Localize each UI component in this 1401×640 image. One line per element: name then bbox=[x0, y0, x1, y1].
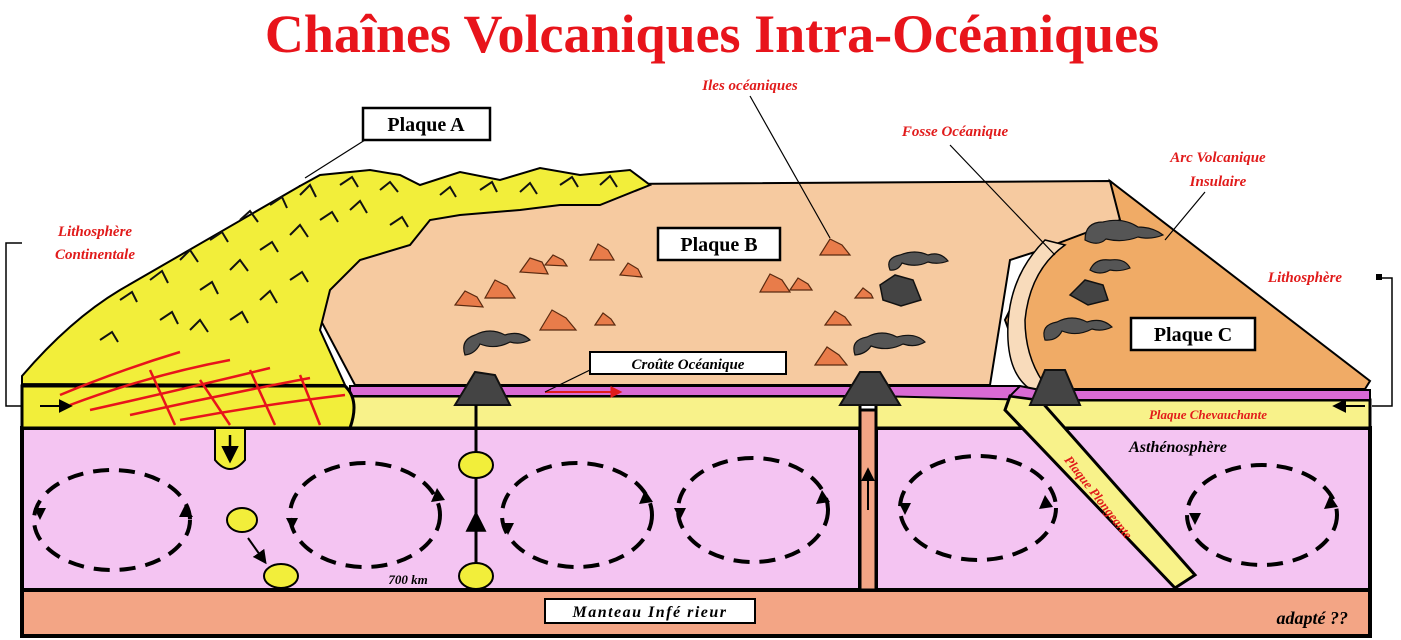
arc-label-line2: Insulaire bbox=[1189, 174, 1247, 190]
lithosphere-layer-left bbox=[348, 394, 862, 430]
leader-lines bbox=[304, 95, 1206, 393]
continental-faults bbox=[59, 350, 346, 426]
volcanic-islands bbox=[453, 238, 874, 366]
litho-cont-line2: Continentale bbox=[55, 247, 135, 263]
continent-texture bbox=[99, 174, 618, 343]
volcano-plumes bbox=[463, 219, 1165, 356]
hotspot-volcano-right bbox=[838, 371, 902, 406]
bracket-right bbox=[1372, 277, 1393, 407]
croute-box: Croûte Océanique bbox=[589, 351, 787, 375]
asthenosphere-label: Asthénosphère bbox=[1128, 439, 1227, 456]
arc-label-line1: Arc Volcanique bbox=[1169, 150, 1266, 166]
iles-oceaniques-label: Iles océaniques bbox=[701, 78, 798, 94]
manteau-label: Manteau Infé rieur bbox=[571, 604, 727, 621]
plaque-a-box: Plaque A bbox=[361, 106, 492, 142]
plaque-c-box: Plaque C bbox=[1129, 316, 1257, 352]
depth-label: 700 km bbox=[388, 572, 427, 587]
diagram-title: Chaînes Volcaniques Intra-Océaniques bbox=[265, 4, 1159, 64]
bracket-left bbox=[5, 242, 22, 407]
magma-rise-arrow bbox=[247, 537, 267, 565]
convection-cells bbox=[32, 454, 1339, 572]
bracket-marker bbox=[1376, 274, 1382, 280]
manteau-box: Manteau Infé rieur bbox=[544, 598, 756, 624]
hotspot-volcano-left bbox=[453, 370, 512, 406]
lithosphere-label: Lithosphère bbox=[1267, 270, 1343, 286]
magma-blobs bbox=[226, 451, 494, 590]
plaque-b-label: Plaque B bbox=[680, 234, 757, 256]
continental-lithosphere bbox=[20, 384, 356, 430]
adapte-label: adapté ?? bbox=[1277, 608, 1349, 628]
croute-label: Croûte Océanique bbox=[632, 357, 745, 373]
continent-plaque-a bbox=[21, 166, 653, 387]
plaque-b-box: Plaque B bbox=[656, 226, 782, 262]
litho-cont-line1: Lithosphère bbox=[57, 224, 133, 240]
fosse-oceanique-label: Fosse Océanique bbox=[901, 124, 1009, 140]
volcano-cones bbox=[879, 274, 1109, 307]
arc-volcano bbox=[1028, 369, 1082, 406]
plaque-chevauchante-label: Plaque Chevauchante bbox=[1149, 407, 1267, 422]
convection-arrowheads bbox=[34, 488, 1338, 535]
plaque-c-label: Plaque C bbox=[1154, 324, 1232, 346]
plaque-a-label: Plaque A bbox=[387, 114, 465, 136]
oceanic-crust-right bbox=[1039, 389, 1371, 401]
